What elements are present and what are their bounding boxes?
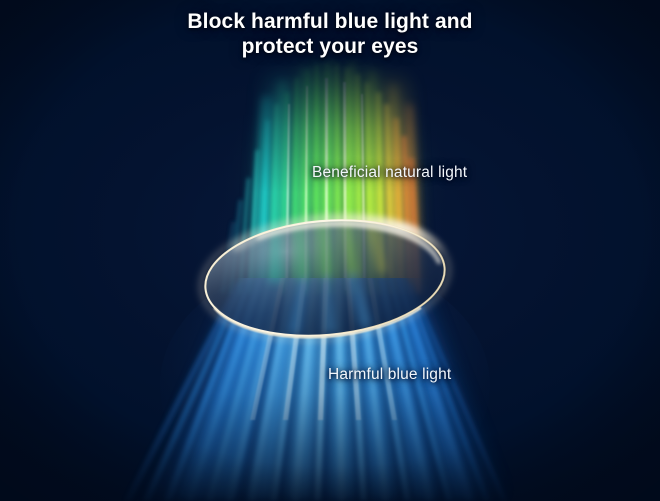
- vignette-overlay: [0, 0, 660, 501]
- light-diagram-illustration: [0, 0, 660, 501]
- infographic-scene: Block harmful blue light and protect you…: [0, 0, 660, 501]
